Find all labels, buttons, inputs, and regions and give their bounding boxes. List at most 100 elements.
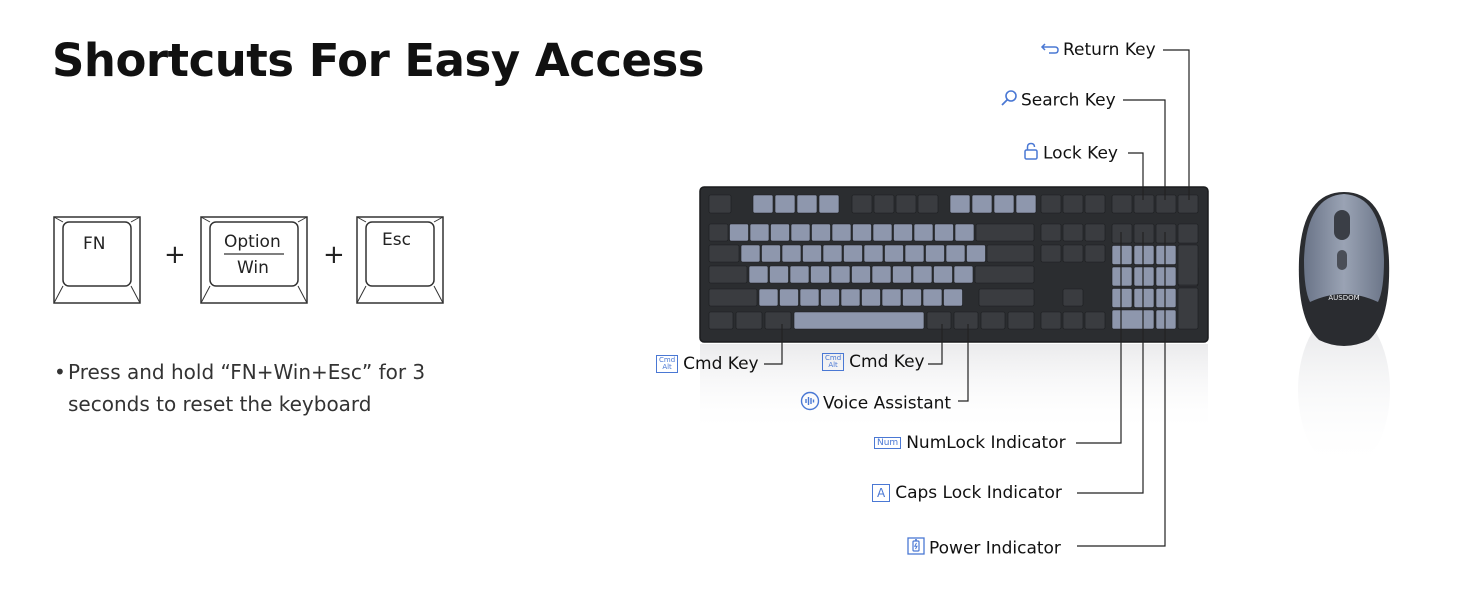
- keyboard-key: [769, 265, 789, 284]
- keyboard-key: [863, 244, 884, 263]
- dpi-button: [1337, 250, 1347, 270]
- cmd-key-right-line: [928, 324, 943, 365]
- bullet: •: [54, 360, 66, 384]
- keyboard-key: [1133, 288, 1155, 308]
- keyboard-key: [852, 223, 872, 242]
- keyboard-key: [830, 265, 851, 284]
- keyboard-key: [1062, 288, 1084, 307]
- keyboard-key: [781, 244, 802, 263]
- win-key-label: Win: [237, 258, 269, 278]
- option-win-keycap: Option Win: [200, 216, 308, 304]
- keyboard-key: [954, 223, 975, 242]
- keyboard-key: [1040, 223, 1062, 242]
- fn-keycap: FN: [53, 216, 141, 304]
- keyboard-key: [1084, 223, 1106, 242]
- keyboard-key: [1155, 266, 1177, 287]
- keyboard-key: [1111, 223, 1133, 244]
- keyboard-key: [851, 265, 871, 284]
- keycap-outline-icon: [53, 216, 141, 304]
- keyboard-key: [1015, 194, 1037, 214]
- lock-icon: [1022, 142, 1040, 165]
- keyboard-key: [708, 311, 734, 330]
- keyboard-key: [779, 288, 799, 307]
- search-key-callout: Search Key: [1000, 89, 1116, 112]
- keyboard-key: [884, 244, 904, 263]
- keyboard-key: [913, 223, 934, 242]
- voice-assistant-callout: Voice Assistant: [800, 391, 951, 416]
- keyboard-key: [1062, 223, 1084, 242]
- keyboard-key: [912, 265, 933, 284]
- keyboard-key: [752, 194, 774, 214]
- keyboard-key: [729, 223, 749, 242]
- keyboard-key: [799, 288, 820, 307]
- keyboard-key: [1111, 288, 1133, 308]
- keyboard-key: [748, 265, 769, 284]
- esc-key-label: Esc: [382, 230, 411, 250]
- keyboard-key: [902, 288, 922, 307]
- voice-assistant-line: [958, 324, 969, 402]
- keyboard-key: [1062, 194, 1084, 214]
- keyboard-key: [933, 265, 953, 284]
- instruction-line-1: Press and hold “FN+Win+Esc” for 3: [68, 360, 426, 384]
- lock-key-line: [1128, 152, 1144, 200]
- keyboard-key: [895, 194, 917, 214]
- scroll-wheel: [1334, 210, 1350, 240]
- keyboard-key: [892, 265, 912, 284]
- keyboard-key: [1133, 266, 1155, 287]
- keyboard-key: [1040, 244, 1062, 263]
- keyboard-key: [949, 194, 971, 214]
- keyboard-key: [810, 265, 830, 284]
- mouse-brand: AUSDOM: [1328, 294, 1359, 302]
- keyboard-key: [761, 244, 781, 263]
- keyboard-key: [1177, 223, 1199, 244]
- keyboard-key: [980, 311, 1006, 330]
- keyboard-key: [708, 223, 729, 242]
- keyboard-key: [708, 288, 758, 307]
- keyboard-key: [945, 244, 966, 263]
- search-key-line: [1123, 99, 1166, 200]
- keyboard-key: [1133, 223, 1155, 244]
- keyboard-key: [966, 244, 986, 263]
- keyboard-key: [708, 244, 740, 263]
- search-icon: [1000, 89, 1018, 112]
- keyboard-key: [975, 223, 1035, 242]
- keyboard-key: [1040, 311, 1062, 330]
- keyboard-key: [774, 194, 796, 214]
- keyboard-key: [843, 244, 863, 263]
- option-key-label: Option: [224, 232, 281, 252]
- keyboard-key: [790, 223, 811, 242]
- keyboard-key: [1111, 245, 1133, 265]
- esc-keycap: Esc: [356, 216, 444, 304]
- keyboard-key: [917, 194, 939, 214]
- lock-key-callout: Lock Key: [1022, 142, 1118, 165]
- keyboard-key: [796, 194, 818, 214]
- power-indicator-callout: Power Indicator: [906, 536, 1061, 561]
- mouse-reflection: [1298, 310, 1390, 470]
- keyboard-key: [881, 288, 902, 307]
- keyboard-key: [851, 194, 873, 214]
- keyboard-key: [1084, 194, 1106, 214]
- keyboard-key: [820, 288, 840, 307]
- keyboard-key: [1040, 194, 1062, 214]
- keyboard-key: [1155, 223, 1177, 244]
- keyboard-key: [818, 194, 840, 214]
- power-icon: [906, 536, 926, 561]
- keycap-outline-icon: [356, 216, 444, 304]
- keyboard-reflection: [700, 344, 1208, 434]
- keyboard-key: [871, 265, 892, 284]
- fn-key-label: FN: [83, 234, 106, 254]
- keyboard-key: [993, 194, 1015, 214]
- power-line: [1077, 232, 1166, 547]
- keyboard-keys: [708, 194, 1199, 330]
- keyboard-key: [953, 265, 974, 284]
- keyboard-key: [740, 244, 761, 263]
- keyboard-key: [904, 244, 925, 263]
- mouse-shell: [1304, 194, 1384, 302]
- plus-sign: +: [164, 240, 186, 270]
- return-key-callout: Return Key: [1040, 40, 1156, 60]
- keyboard-key: [811, 223, 831, 242]
